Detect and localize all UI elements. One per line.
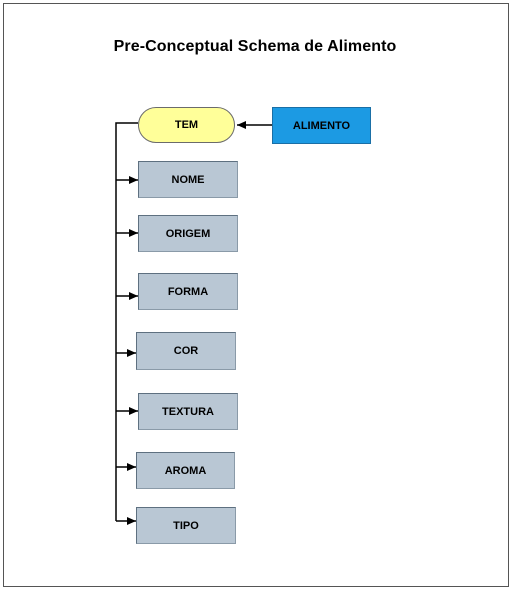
attribute-node-cor: COR <box>136 332 236 370</box>
relation-trunk-line <box>115 122 138 521</box>
attribute-node-origem: ORIGEM <box>138 215 238 252</box>
attribute-node-tipo: TIPO <box>136 507 236 544</box>
diagram-frame <box>3 3 509 587</box>
attribute-node-nome: NOME <box>138 161 238 198</box>
attribute-node-aroma: AROMA <box>136 452 235 489</box>
relation-node-tem: TEM <box>138 107 235 143</box>
concept-node-alimento: ALIMENTO <box>272 107 371 144</box>
diagram-title: Pre-Conceptual Schema de Alimento <box>113 38 397 55</box>
attribute-node-forma: FORMA <box>138 273 238 310</box>
attribute-node-textura: TEXTURA <box>138 393 238 430</box>
